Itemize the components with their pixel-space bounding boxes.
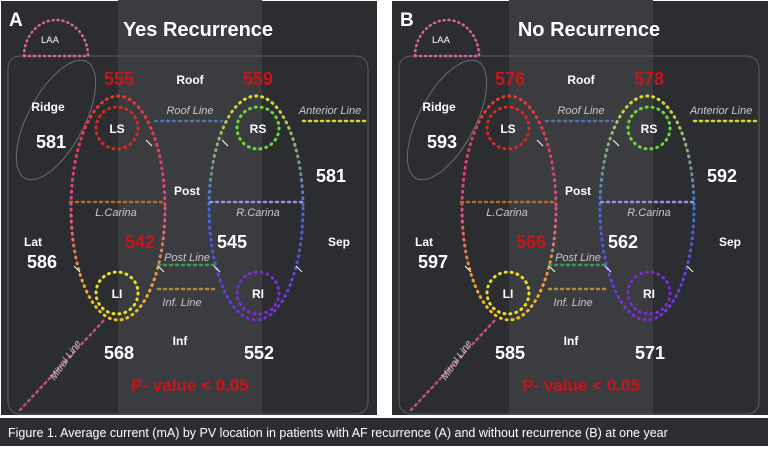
li-vein-ring: [485, 270, 531, 316]
ridge-outline: [406, 59, 488, 181]
posterior-wall-band: [118, 0, 262, 415]
laa-label: LAA: [432, 35, 451, 46]
tick-mark: [548, 265, 556, 273]
left-carina-label: L.Carina: [486, 207, 528, 219]
value-left-carina: 566: [516, 232, 546, 252]
value-left-carina: 542: [125, 232, 155, 252]
ls-vein-ring: [94, 105, 140, 151]
tick-mark: [213, 265, 221, 273]
posterior-wall-band: [509, 0, 653, 415]
tick-mark: [536, 139, 544, 147]
value-right-carina: 545: [217, 232, 247, 252]
li-label: LI: [112, 287, 123, 301]
ridge-label: Ridge: [31, 100, 65, 114]
tick-mark: [464, 265, 472, 273]
laa-outline: [413, 18, 481, 58]
inf-label: Inf: [564, 334, 580, 348]
panel-letter: A: [9, 10, 23, 31]
laa-outline: [22, 18, 90, 58]
lat-label: Lat: [24, 235, 42, 249]
post-line-label: Post Line: [555, 252, 601, 264]
value-ls-top: 576: [495, 69, 525, 89]
tick-mark: [145, 139, 153, 147]
laa-label: LAA: [41, 35, 60, 46]
ri-label: RI: [643, 287, 655, 301]
p-value-label: P- value < 0.05: [522, 376, 640, 395]
inf-line-label: Inf. Line: [553, 297, 592, 309]
value-li-bottom: 568: [104, 343, 134, 363]
p-value-label: P- value < 0.05: [131, 376, 249, 395]
value-rs-top: 578: [634, 69, 664, 89]
sep-label: Sep: [719, 235, 741, 249]
tick-mark: [295, 265, 303, 273]
li-label: LI: [503, 287, 514, 301]
roof-label: Roof: [176, 73, 204, 87]
panel-title: Yes Recurrence: [123, 19, 273, 41]
value-ridge: 581: [36, 132, 66, 152]
right-pv-antrum: [598, 94, 696, 322]
roof-line-label: Roof Line: [166, 105, 213, 117]
ri-vein-ring: [235, 270, 281, 316]
post-label: Post: [565, 184, 591, 198]
left-pv-antrum: [460, 94, 558, 322]
mitral-line: [18, 316, 108, 412]
figure-caption: Figure 1. Average current (mA) by PV loc…: [8, 426, 668, 440]
ridge-outline: [15, 59, 97, 181]
value-sep-upper: 581: [316, 166, 346, 186]
value-sep-upper: 592: [707, 166, 737, 186]
panel-a: A Yes Recurrence LAA Ridge Roof Post Lat…: [1, 0, 377, 415]
left-carina-label: L.Carina: [95, 207, 137, 219]
atrium-outline: [7, 55, 369, 415]
tick-mark: [157, 265, 165, 273]
lat-label: Lat: [415, 235, 433, 249]
value-right-carina: 562: [608, 232, 638, 252]
roof-label: Roof: [567, 73, 595, 87]
ridge-label: Ridge: [422, 100, 456, 114]
value-rs-top: 559: [243, 69, 273, 89]
mitral-line: [409, 316, 499, 412]
value-lat: 597: [418, 252, 448, 272]
tick-mark: [686, 265, 694, 273]
li-vein-ring: [94, 270, 140, 316]
roof-line-label: Roof Line: [557, 105, 604, 117]
panel-letter: B: [400, 10, 414, 31]
ls-label: LS: [109, 122, 124, 136]
left-pv-antrum: [69, 94, 167, 322]
value-ri-bottom: 552: [244, 343, 274, 363]
tick-mark: [73, 265, 81, 273]
value-li-bottom: 585: [495, 343, 525, 363]
tick-mark: [221, 139, 229, 147]
panel-title: No Recurrence: [518, 19, 660, 41]
value-ls-top: 555: [104, 69, 134, 89]
ls-label: LS: [500, 122, 515, 136]
caption-bar: [0, 418, 768, 446]
rs-vein-ring: [626, 105, 672, 151]
tick-mark: [604, 265, 612, 273]
ri-vein-ring: [626, 270, 672, 316]
value-ri-bottom: 571: [635, 343, 665, 363]
tick-mark: [612, 139, 620, 147]
post-label: Post: [174, 184, 200, 198]
rs-label: RS: [641, 122, 658, 136]
rs-label: RS: [250, 122, 267, 136]
ri-label: RI: [252, 287, 264, 301]
value-lat: 586: [27, 252, 57, 272]
right-pv-antrum: [207, 94, 305, 322]
inf-label: Inf: [173, 334, 189, 348]
anterior-line-label: Anterior Line: [298, 105, 361, 117]
atrium-outline: [398, 55, 760, 415]
anterior-line-label: Anterior Line: [689, 105, 752, 117]
panel-b: B No Recurrence LAA Ridge Roof Post Lat …: [392, 0, 768, 415]
sep-label: Sep: [328, 235, 350, 249]
inf-line-label: Inf. Line: [162, 297, 201, 309]
post-line-label: Post Line: [164, 252, 210, 264]
ls-vein-ring: [485, 105, 531, 151]
rs-vein-ring: [235, 105, 281, 151]
right-carina-label: R.Carina: [627, 207, 670, 219]
right-carina-label: R.Carina: [236, 207, 279, 219]
value-ridge: 593: [427, 132, 457, 152]
